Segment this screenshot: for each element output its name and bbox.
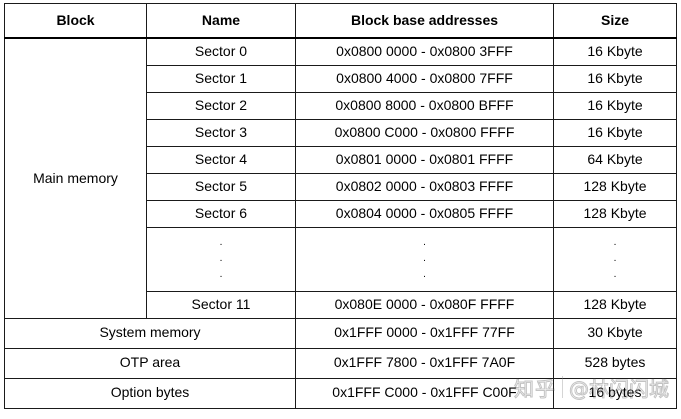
block-address: 0x1FFF C000 - 0x1FFF C00F xyxy=(295,377,554,409)
sector-name: Sector 3 xyxy=(146,118,296,147)
block-name: OTP area xyxy=(4,347,296,379)
sector-address: 0x0801 0000 - 0x0801 FFFF xyxy=(295,145,554,174)
block-size: 16 bytes xyxy=(553,377,677,409)
block-address: 0x1FFF 0000 - 0x1FFF 77FF xyxy=(295,317,554,349)
sector-size: 16 Kbyte xyxy=(553,64,677,93)
ellipsis-dot: . xyxy=(423,269,426,280)
sector-name: Sector 11 xyxy=(146,290,296,319)
sector-size: 128 Kbyte xyxy=(553,172,677,201)
ellipsis-address-cell: . . . xyxy=(295,226,554,292)
table-row: Main memory Sector 0 0x0800 0000 - 0x080… xyxy=(4,37,677,319)
sector-address: 0x0804 0000 - 0x0805 FFFF xyxy=(295,199,554,228)
sector-name: Sector 0 xyxy=(146,37,296,66)
sector-size: 16 Kbyte xyxy=(553,91,677,120)
ellipsis-dot: . xyxy=(423,253,426,264)
header-size: Size xyxy=(553,3,677,39)
table-row: Sector 2 0x0800 8000 - 0x0800 BFFF 16 Kb… xyxy=(5,91,677,120)
block-size: 30 Kbyte xyxy=(553,317,677,349)
table-row: System memory 0x1FFF 0000 - 0x1FFF 77FF … xyxy=(4,317,677,349)
table-row: Sector 5 0x0802 0000 - 0x0803 FFFF 128 K… xyxy=(5,172,677,201)
sector-name: Sector 6 xyxy=(146,199,296,228)
table-row: Sector 4 0x0801 0000 - 0x0801 FFFF 64 Kb… xyxy=(5,145,677,174)
sector-address: 0x0800 4000 - 0x0800 7FFF xyxy=(295,64,554,93)
ellipsis-dot: . xyxy=(613,237,617,248)
table-row: Option bytes 0x1FFF C000 - 0x1FFF C00F 1… xyxy=(4,377,677,409)
sector-name: Sector 2 xyxy=(146,91,296,120)
header-block: Block xyxy=(4,3,147,39)
ellipsis-dot: . xyxy=(613,253,617,264)
sector-size: 128 Kbyte xyxy=(553,290,677,319)
ellipsis-dot: . xyxy=(613,269,617,280)
sector-size: 16 Kbyte xyxy=(553,118,677,147)
block-name: System memory xyxy=(4,317,296,349)
block-name: Option bytes xyxy=(4,377,296,409)
sector-address: 0x0800 8000 - 0x0800 BFFF xyxy=(295,91,554,120)
table-row: Sector 1 0x0800 4000 - 0x0800 7FFF 16 Kb… xyxy=(5,64,677,93)
sector-address: 0x0800 0000 - 0x0800 3FFF xyxy=(295,37,554,66)
ellipsis-name-cell: . . . xyxy=(146,226,296,292)
ellipsis-dot: . xyxy=(423,237,426,248)
sector-name: Sector 4 xyxy=(146,145,296,174)
table-row: Sector 11 0x080E 0000 - 0x080F FFFF 128 … xyxy=(5,290,677,319)
table-header-row: Block Name Block base addresses Size xyxy=(4,3,677,39)
block-address: 0x1FFF 7800 - 0x1FFF 7A0F xyxy=(295,347,554,379)
table-row: Sector 6 0x0804 0000 - 0x0805 FFFF 128 K… xyxy=(5,199,677,228)
sector-address: 0x0800 C000 - 0x0800 FFFF xyxy=(295,118,554,147)
sector-address: 0x080E 0000 - 0x080F FFFF xyxy=(295,290,554,319)
ellipsis-size-cell: . . . xyxy=(553,226,677,292)
sector-size: 64 Kbyte xyxy=(553,145,677,174)
header-address: Block base addresses xyxy=(295,3,554,39)
block-size: 528 bytes xyxy=(553,347,677,379)
table-row: Sector 3 0x0800 C000 - 0x0800 FFFF 16 Kb… xyxy=(5,118,677,147)
header-name: Name xyxy=(146,3,296,39)
ellipsis-dot: . xyxy=(219,269,223,280)
main-memory-block-cell: Main memory xyxy=(4,37,147,319)
flash-memory-table: Block Name Block base addresses Size Mai… xyxy=(4,3,677,409)
sector-size: 128 Kbyte xyxy=(553,199,677,228)
table-row: OTP area 0x1FFF 7800 - 0x1FFF 7A0F 528 b… xyxy=(4,347,677,379)
sector-name: Sector 5 xyxy=(146,172,296,201)
sector-address: 0x0802 0000 - 0x0803 FFFF xyxy=(295,172,554,201)
sector-size: 16 Kbyte xyxy=(553,37,677,66)
ellipsis-dot: . xyxy=(219,253,223,264)
sector-name: Sector 1 xyxy=(146,64,296,93)
ellipsis-dot: . xyxy=(219,237,223,248)
